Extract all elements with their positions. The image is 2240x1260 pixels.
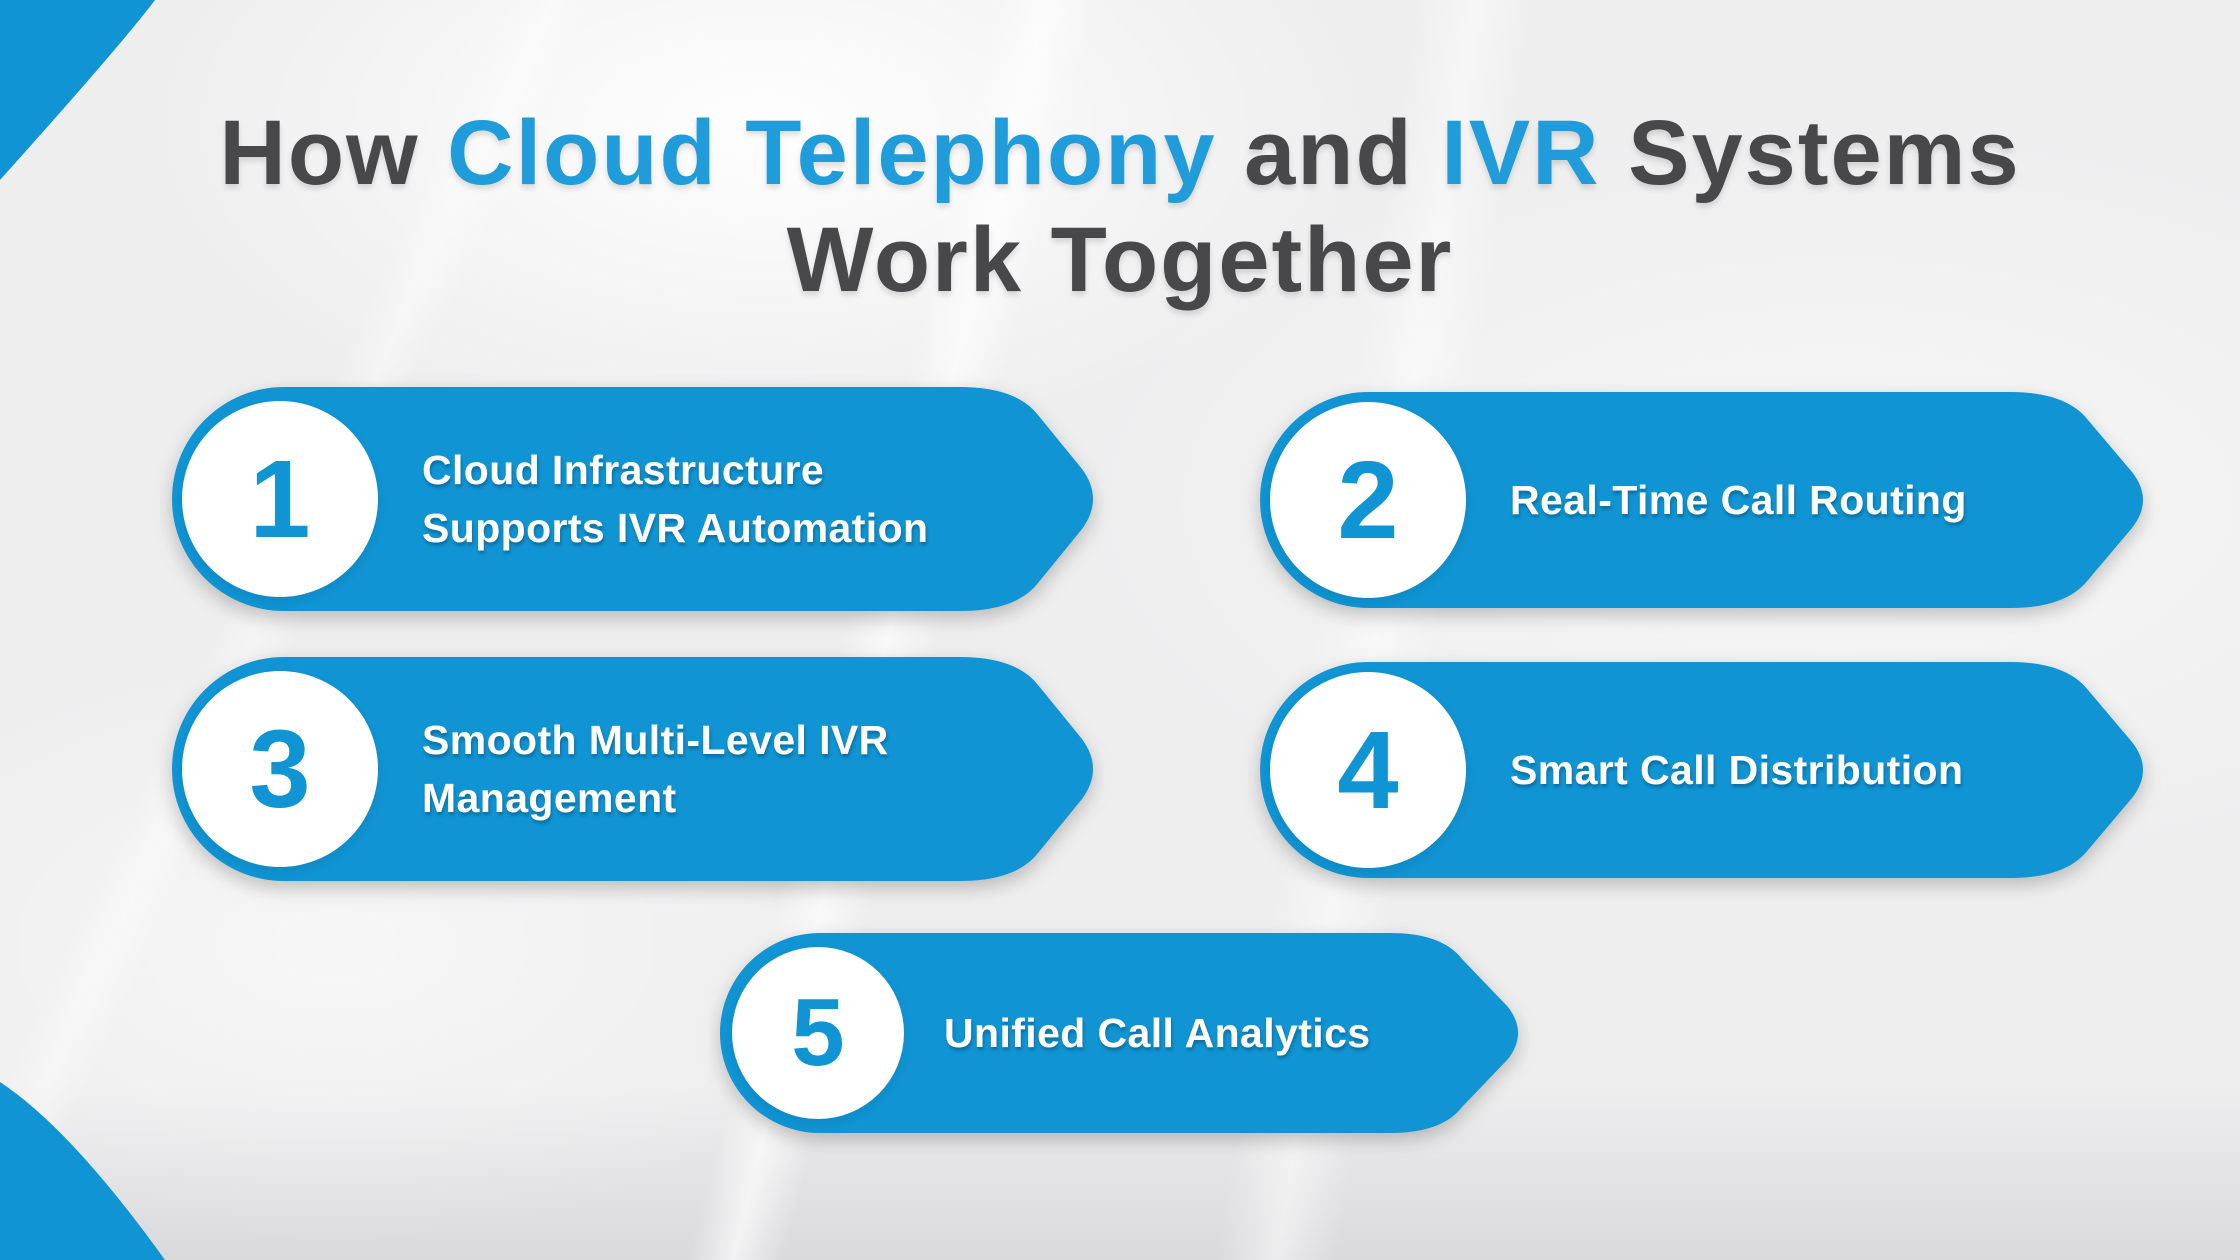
step-number-badge: 2 <box>1270 402 1466 598</box>
arrow-pill-shape <box>1260 662 2143 878</box>
title-segment: Systems <box>1600 101 2021 204</box>
step-item-4: 4 Smart Call Distribution <box>1258 660 2155 880</box>
arrow-pill-shape <box>172 657 1093 881</box>
step-number-badge: 4 <box>1270 672 1466 868</box>
step-item-2: 2 Real-Time Call Routing <box>1258 390 2155 610</box>
step-number: 5 <box>791 979 845 1086</box>
corner-accent-top-left <box>0 0 155 180</box>
step-number: 2 <box>1337 438 1399 562</box>
title-line2: Work Together <box>786 209 1454 312</box>
step-label: Cloud Infrastructure Supports IVR Automa… <box>422 446 929 551</box>
step-number-badge: 3 <box>182 671 378 867</box>
step-item-5: 5 Unified Call Analytics <box>718 931 1530 1135</box>
step-label: Real-Time Call Routing <box>1510 476 1967 523</box>
step-label: Unified Call Analytics <box>944 1009 1371 1056</box>
step-number-badge: 5 <box>732 947 904 1119</box>
title-segment: How <box>219 101 448 204</box>
step-number: 4 <box>1337 708 1399 832</box>
step-item-3: 3 Smooth Multi-Level IVR Management <box>170 655 1105 883</box>
arrow-pill-shape <box>172 387 1093 611</box>
step-item-1: 1 Cloud Infrastructure Supports IVR Auto… <box>170 385 1105 613</box>
step-number: 3 <box>249 707 311 831</box>
arrow-pill-shape <box>720 933 1518 1133</box>
title-segment: and <box>1216 101 1442 204</box>
corner-accent-bottom-left <box>0 1082 165 1260</box>
arrow-pill-shape <box>1260 392 2143 608</box>
step-number-badge: 1 <box>182 401 378 597</box>
step-label: Smooth Multi-Level IVR Management <box>422 716 889 821</box>
step-number: 1 <box>249 437 311 561</box>
title-segment-highlight: Cloud Telephony <box>447 101 1217 204</box>
step-label: Smart Call Distribution <box>1510 746 1964 793</box>
title-segment-highlight: IVR <box>1441 101 1601 204</box>
